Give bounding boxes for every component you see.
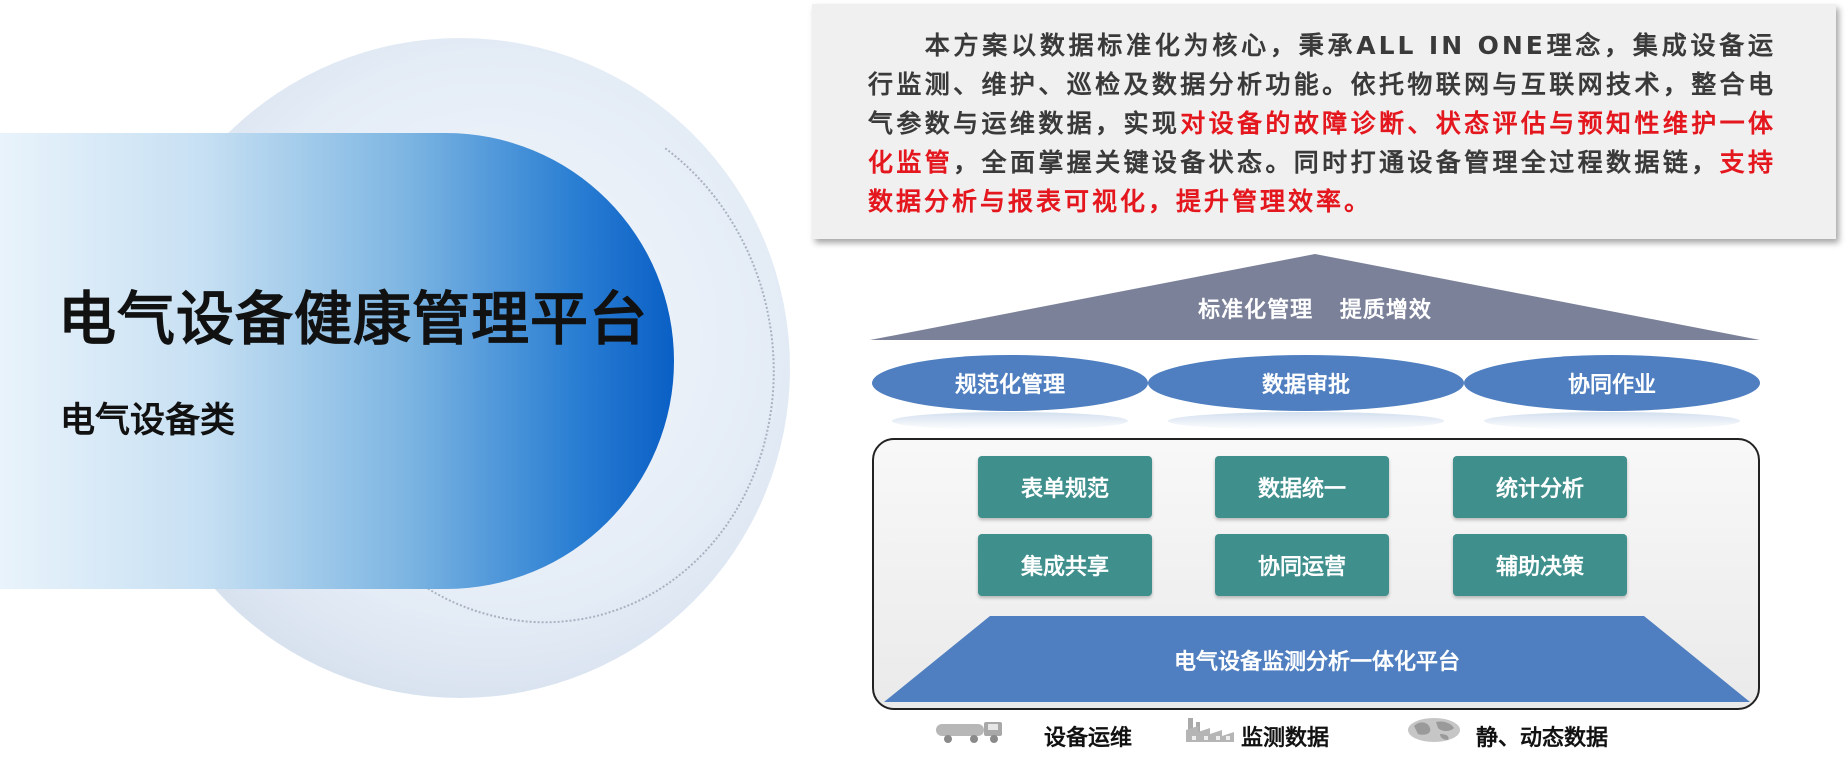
page-title: 电气设备健康管理平台 (58, 287, 649, 352)
tile-integration: 集成共享 (978, 534, 1152, 596)
footer-label-static-dynamic: 静、动态数据 (1476, 726, 1609, 751)
page-subtitle: 电气设备类 (60, 401, 236, 441)
pill-reflection (1168, 412, 1444, 430)
tile-data-unify: 数据统一 (1215, 456, 1389, 518)
pill-reflection (892, 412, 1128, 430)
pill-data-approval: 数据审批 (1148, 355, 1464, 411)
tile-decision-support: 辅助决策 (1453, 534, 1627, 596)
description-box: 本方案以数据标准化为核心，秉承ALL IN ONE理念，集成设备运行监测、维护、… (812, 4, 1836, 239)
truck-icon (936, 722, 1002, 743)
footer-label-maintenance: 设备运维 (1044, 726, 1133, 751)
description-text: 本方案以数据标准化为核心，秉承ALL IN ONE理念，集成设备运行监测、维护、… (868, 26, 1776, 221)
description-segment: 本方案以数据标准化为核心，秉承ALL IN ONE理念，集成设备运行监测、维护、… (868, 31, 1776, 138)
description-highlight: 对设备的故障诊断、状态评估与预知性维护一体化监管 (868, 109, 1776, 177)
tile-form-spec: 表单规范 (978, 456, 1152, 518)
platform-base (884, 616, 1750, 702)
description-segment: ，全面掌握关键设备状态。同时打通设备管理全过程数据链， (953, 148, 1720, 177)
description-highlight: 支持数据分析与报表可视化，提升管理效率。 (868, 148, 1776, 216)
pill-reflection (1484, 412, 1740, 430)
footer-label-monitoring: 监测数据 (1241, 726, 1330, 751)
tile-coop-ops: 协同运营 (1215, 534, 1389, 596)
platform-base-label: 电气设备监测分析一体化平台 (1173, 650, 1460, 675)
factory-icon (1186, 718, 1234, 742)
roof-shape (870, 254, 1760, 340)
hero-gradient-band (0, 133, 674, 589)
pill-standardized-management: 规范化管理 (872, 355, 1148, 411)
roof-label: 标准化管理 提质增效 (1198, 298, 1432, 323)
tile-statistics: 统计分析 (1453, 456, 1627, 518)
globe-icon (1408, 718, 1460, 742)
pill-collaborative-work: 协同作业 (1464, 355, 1760, 411)
